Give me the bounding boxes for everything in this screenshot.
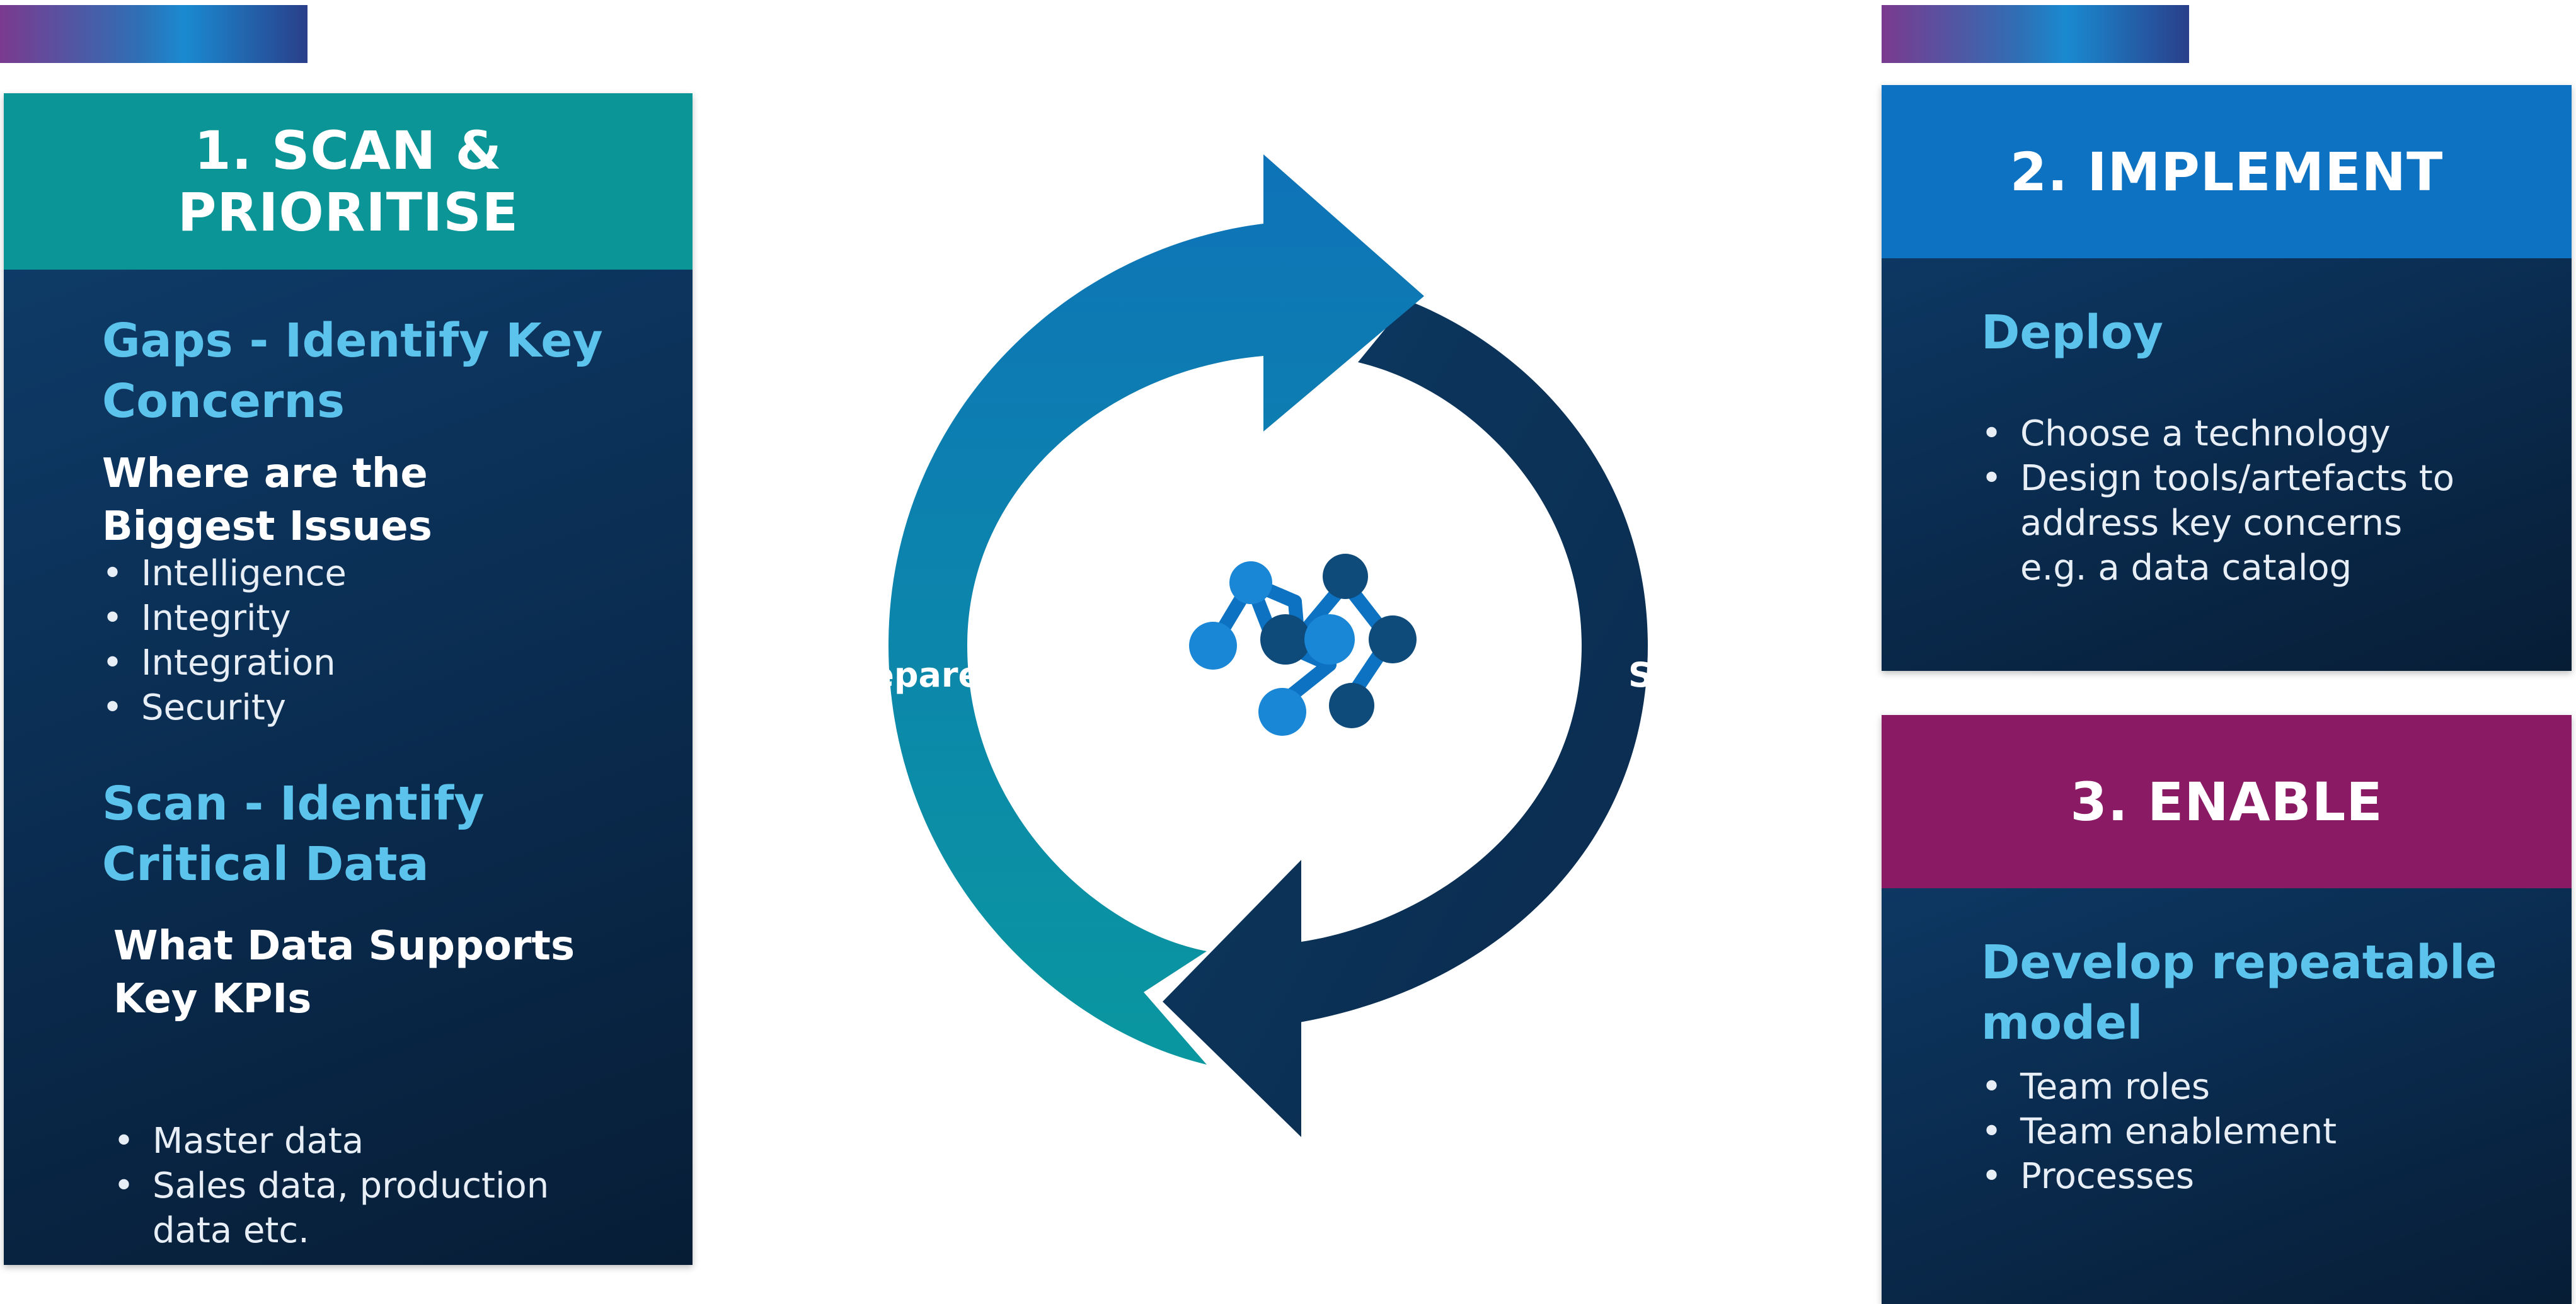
scan-heading-line1: Scan - Identify: [102, 777, 485, 831]
scan-heading-line2: Critical Data: [102, 837, 429, 891]
enable-list: Team roles Team enablement Processes: [1981, 1065, 2337, 1199]
repeatable-model-heading: Develop repeatable model: [1981, 932, 2497, 1053]
cycle-diagram: [888, 154, 1648, 1137]
list-item-continued: e.g. a data catalog: [1981, 546, 2454, 590]
deploy-heading: Deploy: [1981, 306, 2164, 360]
list-item: Integrity: [102, 596, 347, 641]
scan-panel-header: 1. SCAN & PRIORITISE: [4, 93, 693, 270]
list-item: Intelligence: [102, 551, 347, 596]
scale-label: Scale: [1628, 655, 1731, 695]
gaps-heading: Gaps - Identify Key Concerns: [102, 311, 603, 432]
enable-panel-header: 3. ENABLE: [1882, 715, 2572, 888]
prepare-label: Prepare: [829, 655, 982, 695]
list-item: Choose a technology: [1981, 411, 2454, 456]
issues-list: Intelligence Integrity Integration Secur…: [102, 551, 347, 730]
implement-panel: 2. IMPLEMENT Deploy Choose a technology …: [1882, 85, 2572, 671]
repeatable-model-line1: Develop repeatable: [1981, 935, 2497, 990]
enable-title: 3. ENABLE: [2070, 770, 2383, 833]
scan-prioritise-panel: 1. SCAN & PRIORITISE Gaps - Identify Key…: [4, 93, 693, 1265]
list-item-continuation: data etc.: [152, 1210, 309, 1251]
enable-panel: 3. ENABLE Develop repeatable model Team …: [1882, 715, 2572, 1304]
repeatable-model-line2: model: [1981, 996, 2143, 1050]
gaps-heading-line1: Gaps - Identify Key: [102, 314, 603, 368]
list-item-continuation: e.g. a data catalog: [2020, 547, 2352, 588]
deploy-list: Choose a technology Design tools/artefac…: [1981, 411, 2454, 590]
list-item: Team enablement: [1981, 1109, 2337, 1154]
list-item: Processes: [1981, 1154, 2337, 1199]
list-item: Integration: [102, 641, 347, 685]
list-item-continued: address key concerns: [1981, 501, 2454, 546]
issues-heading-line2: Biggest Issues: [102, 503, 432, 550]
list-item: Security: [102, 685, 347, 730]
kpi-data-list: Master data Sales data, production data …: [113, 1119, 549, 1253]
network-nodes-icon: [1189, 554, 1417, 736]
issues-heading: Where are the Biggest Issues: [102, 447, 432, 553]
accent-bar-left: [0, 5, 308, 63]
list-item-continued: data etc.: [113, 1208, 549, 1253]
scan-heading: Scan - Identify Critical Data: [102, 774, 485, 895]
kpi-heading: What Data Supports Key KPIs: [113, 920, 575, 1026]
list-item: Master data: [113, 1119, 549, 1164]
scan-title-line1: 1. SCAN &: [194, 120, 502, 181]
kpi-heading-line1: What Data Supports: [113, 923, 575, 969]
list-item: Design tools/artefacts to: [1981, 456, 2454, 501]
accent-bar-right: [1882, 5, 2189, 63]
scan-title-line2: PRIORITISE: [177, 181, 519, 243]
issues-heading-line1: Where are the: [102, 450, 428, 497]
gaps-heading-line2: Concerns: [102, 374, 345, 428]
kpi-heading-line2: Key KPIs: [113, 976, 312, 1022]
scale-arrow: [1163, 285, 1648, 1137]
list-item-continuation: address key concerns: [2020, 503, 2403, 544]
implement-panel-header: 2. IMPLEMENT: [1882, 85, 2572, 258]
prepare-arrow: [888, 154, 1424, 1065]
implement-title: 2. IMPLEMENT: [2010, 140, 2444, 203]
list-item: Sales data, production: [113, 1164, 549, 1208]
list-item: Team roles: [1981, 1065, 2337, 1109]
